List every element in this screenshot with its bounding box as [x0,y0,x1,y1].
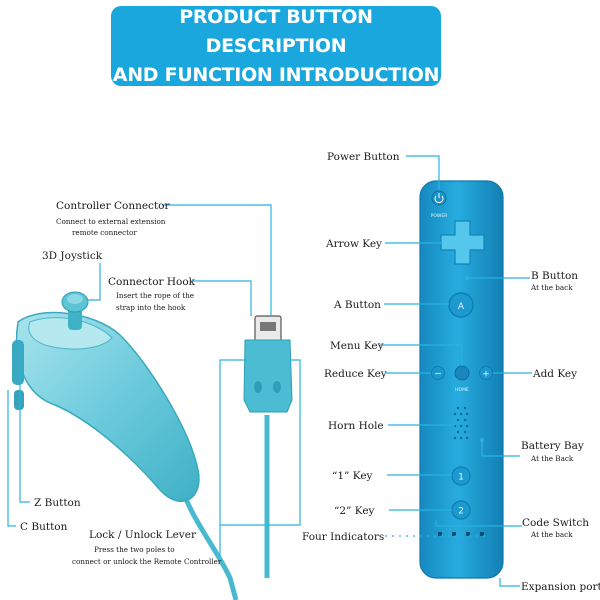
arrow-key-dpad[interactable] [440,220,485,265]
connector-plug [243,315,293,578]
horn-hole-grid [453,406,469,440]
battery-bay-sub: At the Back [530,454,574,463]
key-1-glyph: 1 [458,473,464,483]
key-2-glyph: 2 [458,507,464,517]
joystick-label: 3D Joystick [42,250,103,262]
reduce-key[interactable] [431,366,445,380]
key-1-label: “1” Key [332,470,373,482]
nunchuk-body [15,311,200,502]
battery-bay-label: Battery Bay [521,440,584,452]
z-button-label: Z Button [34,497,81,509]
key-1-button[interactable] [451,466,471,486]
controller-connector-desc-2: remote connector [72,228,137,237]
lock-lever-desc-1: Press the two poles to [94,545,175,554]
joystick-knob[interactable] [61,291,89,330]
z-button-shape[interactable] [12,340,24,385]
menu-home-key[interactable] [454,365,470,381]
controller-connector-label: Controller Connector [56,200,170,212]
power-button[interactable] [431,190,447,206]
banner-line-2: AND FUNCTION INTRODUCTION [112,63,440,86]
nunchuk-controller [12,291,239,600]
add-key-label: Add Key [532,368,577,380]
c-button-shape[interactable] [14,390,24,410]
add-key[interactable] [479,366,493,380]
reduce-key-glyph: − [434,370,442,380]
lock-lever-desc-2: connect or unlock the Remote Controller [72,557,222,566]
code-switch-label: Code Switch [522,517,589,529]
a-button-label: A Button [333,299,381,311]
connector-hook-label: Connector Hook [108,276,196,288]
power-button-label: Power Button [327,151,400,163]
c-button-label: C Button [20,521,68,533]
remote-controller: POWER A − HOME + 1 2 [419,180,504,579]
lock-lever-label: Lock / Unlock Lever [89,529,197,541]
expansion-port-label: Expansion port [521,581,600,593]
connector-hook-desc-1: Insert the rope of the [116,291,194,300]
controller-connector-desc-1: Connect to external extension [56,217,166,226]
arrow-key-label: Arrow Key [325,238,382,250]
horn-hole-label: Horn Hole [328,420,384,432]
menu-key-label: Menu Key [330,340,384,352]
a-button[interactable] [448,292,474,318]
title-banner: PRODUCT BUTTON DESCRIPTION AND FUNCTION … [111,6,441,86]
b-button-sub: At the back [530,283,573,292]
b-button-label: B Button [531,270,578,282]
reduce-key-label: Reduce Key [324,368,387,380]
home-glyph-label: HOME [455,387,469,393]
four-indicator-lights [438,532,484,536]
power-glyph-label: POWER [431,213,448,219]
a-button-glyph: A [458,302,465,312]
four-indicators-label: Four Indicators [302,531,384,543]
code-switch-sub: At the back [530,530,573,539]
add-key-glyph: + [482,370,490,380]
connector-hook-desc-2: strap into the hook [116,303,186,312]
banner-line-1: PRODUCT BUTTON DESCRIPTION [179,5,373,57]
key-2-label: “2” Key [334,505,375,517]
